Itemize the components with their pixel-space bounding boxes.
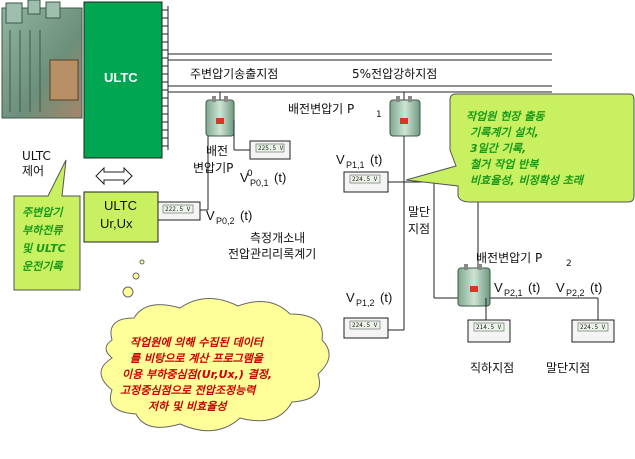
tx-p1-text: 배전변압기 P <box>288 102 354 116</box>
ultc-label: ULTC <box>104 70 138 85</box>
tx-p0-line1: 배전 <box>206 144 228 158</box>
v-p22-main: V <box>556 280 565 295</box>
callout-right-line4: 철거 작업 반복 <box>470 158 539 171</box>
ultc-urux-line2: Ur,Ux <box>100 216 133 231</box>
meter-p11-reading: 224.5 V <box>352 176 378 183</box>
v-p12-sub: P1,2 <box>356 298 375 308</box>
callout-right-line2: 기록계기 설치, <box>470 126 539 139</box>
v-p21-sub: P2,1 <box>504 288 523 298</box>
ultc-urux-line1: ULTC <box>104 198 137 213</box>
end-point-mid-line2: 지점 <box>408 222 430 236</box>
callout-green-right: 작업원 현장 출동 기록계기 설치, 3일간 기록, 철거 작업 반복 비효율성… <box>405 93 635 203</box>
v-p22-sub: P2,2 <box>566 288 585 298</box>
v-p21-main: V <box>494 280 503 295</box>
recorder-line2: 전압관리리록계기 <box>228 247 316 261</box>
cloud-line3: 이용 부하중심점(Ur,Ux,) 결정, <box>122 368 272 381</box>
tx-p2-text: 배전변압기 P <box>476 251 542 265</box>
v-p11-main: V <box>336 152 345 167</box>
v-p12-suffix: (t) <box>380 290 392 305</box>
meter-p02-reading: 222.5 V <box>165 206 191 213</box>
meter-p12: 224.5 V <box>343 317 389 339</box>
ultc-tap-ticks <box>162 6 169 150</box>
bus-label-drop5: 5%전압강하지점 <box>352 67 437 81</box>
callout-cloud: 작업원에 의해 수집된 데이터 를 비탕으로 계산 프로그램을 이용 부하중심점… <box>100 259 330 432</box>
v-p02-main: V <box>206 208 215 223</box>
tx-p0-line2: 변압기P <box>193 161 233 175</box>
ultc-control-line2: 제어 <box>22 164 44 178</box>
recorder-line1: 측정개소내 <box>250 231 305 245</box>
callout-green-left: 주변압기 부하전류 및 ULTC 운전기록 <box>13 159 81 291</box>
double-arrow-icon <box>95 166 133 186</box>
meter-p02: 222.5 V <box>157 201 201 221</box>
meter-p01-reading: 225.5 V <box>258 145 284 152</box>
v-p01-suffix: (t) <box>274 170 286 185</box>
callout-right-line3: 3일간 기록, <box>470 142 526 155</box>
tx-p2-sub: 2 <box>566 259 572 269</box>
v-p11-sub: P1,1 <box>346 160 365 170</box>
callout-right-line1: 작업원 현장 출동 <box>466 110 545 123</box>
main-transformer-image <box>1 0 83 119</box>
v-p02-suffix: (t) <box>240 208 252 223</box>
v-p02-sub: P0,2 <box>216 216 235 226</box>
meter-p12-reading: 224.5 V <box>352 322 378 329</box>
callout-right-line5: 비효율성, 비정확성 초래 <box>470 174 585 187</box>
callout-left-line4: 운전기록 <box>22 260 63 273</box>
cloud-line5: 저하 및 비효율성 <box>148 400 228 413</box>
cloud-line1: 작업원에 의해 수집된 데이터 <box>130 336 265 349</box>
meter-p11: 224.5 V <box>343 171 389 193</box>
v-p21-suffix: (t) <box>528 280 540 295</box>
v-p22-suffix: (t) <box>590 280 602 295</box>
cloud-line2: 를 비탕으로 계산 프로그램을 <box>130 352 265 365</box>
meter-p21: 214.5 V <box>467 319 511 343</box>
bus-lines <box>168 53 552 93</box>
ultc-control-line1: ULTC <box>22 149 51 163</box>
v-p12-main: V <box>346 290 355 305</box>
meter-p01: 225.5 V <box>249 140 291 160</box>
callout-left-line2: 부하전류 <box>22 224 63 237</box>
callout-left-line1: 주변압기 <box>22 206 64 219</box>
tx-p1-sub: 1 <box>376 110 382 120</box>
v-p11-suffix: (t) <box>370 152 382 167</box>
v-p01-sub: P0,1 <box>250 178 269 188</box>
meter-p21-reading: 214.5 V <box>476 324 502 331</box>
bottom-label-direct: 직하지점 <box>470 361 514 375</box>
ultc-box: ULTC <box>83 1 169 159</box>
meter-p22-reading: 224.5 V <box>580 324 606 331</box>
bottom-label-end: 말단지점 <box>546 361 590 375</box>
end-point-mid-line1: 말단 <box>408 205 430 219</box>
meter-p22: 224.5 V <box>571 319 615 343</box>
cloud-line4: 고정중심점으로 전압조정능력 <box>120 384 257 397</box>
bus-label-send: 주변압기송출지점 <box>190 67 278 81</box>
transformer-p0-icon <box>205 92 235 137</box>
tx-p0-sub: 0 <box>247 169 253 179</box>
v-p01-main: V <box>240 170 249 185</box>
ultc-urux-box: ULTC Ur,Ux <box>83 191 159 243</box>
callout-left-line3: 및 ULTC <box>22 242 66 255</box>
transformer-p1-icon <box>389 92 421 137</box>
